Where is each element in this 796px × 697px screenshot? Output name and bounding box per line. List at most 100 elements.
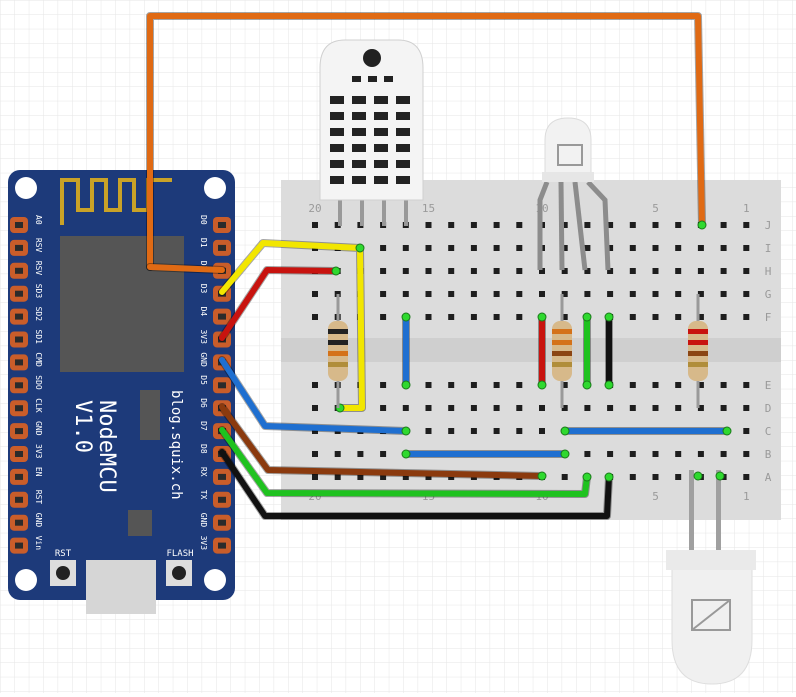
- breadboard-hole: [448, 291, 455, 297]
- breadboard-hole: [629, 451, 636, 457]
- breadboard-hole: [584, 222, 591, 228]
- connection-point: [604, 380, 614, 390]
- connection-point: [604, 472, 614, 482]
- breadboard-hole: [470, 291, 477, 297]
- pin-label: D2: [199, 261, 208, 271]
- pin-label: D6: [199, 398, 208, 408]
- breadboard-hole: [697, 245, 704, 251]
- pin-label: RST: [34, 490, 43, 505]
- breadboard-hole: [652, 314, 659, 320]
- breadboard-hole: [607, 405, 614, 411]
- flash-label: FLASH: [166, 549, 193, 559]
- breadboard-hole: [402, 245, 409, 251]
- led-rim: [666, 550, 756, 570]
- breadboard-hole: [675, 451, 682, 457]
- pin-label: CMD: [34, 352, 43, 367]
- dht-sensor: [319, 39, 424, 226]
- pin-label: D5: [199, 375, 208, 385]
- breadboard-hole: [312, 222, 318, 228]
- header-pin-hole: [218, 496, 226, 503]
- column-label: 20: [308, 202, 321, 215]
- sensor-leg: [338, 186, 342, 226]
- resistor-2-band: [552, 362, 572, 367]
- column-label: 1: [743, 490, 750, 503]
- breadboard-hole: [652, 382, 659, 388]
- header-pin-hole: [218, 382, 226, 389]
- green-wire: [219, 427, 590, 497]
- breadboard-hole: [470, 405, 477, 411]
- breadboard-hole: [743, 222, 750, 228]
- breadboard-hole: [402, 474, 409, 480]
- breadboard-hole: [720, 222, 727, 228]
- connection-point: [537, 380, 547, 390]
- grille-slot: [352, 176, 366, 184]
- breadboard-hole: [380, 451, 387, 457]
- header-pin-hole: [15, 313, 23, 320]
- row-label: G: [765, 288, 772, 301]
- pin-label: D8: [199, 444, 208, 454]
- resistor-1-band: [328, 340, 348, 345]
- breadboard-hole: [539, 291, 545, 297]
- breadboard-hole: [743, 451, 750, 457]
- grille-slot: [374, 128, 388, 136]
- breadboard-hole: [448, 245, 455, 251]
- breadboard-hole: [584, 405, 591, 411]
- breadboard-hole: [697, 451, 704, 457]
- red-wire: [219, 267, 339, 341]
- breadboard-hole: [425, 428, 432, 434]
- rgb-led-dome: [544, 117, 592, 179]
- breadboard-hole: [312, 405, 318, 411]
- mounting-hole: [204, 177, 226, 199]
- rgb-led-die: [557, 144, 583, 166]
- breadboard-hole: [402, 405, 409, 411]
- connection-point: [401, 426, 411, 436]
- orange-wire: [147, 264, 225, 273]
- header-pin-hole: [15, 290, 23, 297]
- breadboard-hole: [652, 222, 659, 228]
- pin-label: RX: [199, 467, 208, 477]
- resistor-1-band: [328, 351, 348, 356]
- breadboard-hole: [652, 245, 659, 251]
- breadboard-hole: [425, 382, 432, 388]
- breadboard-hole: [312, 382, 318, 388]
- breadboard-hole: [425, 245, 432, 251]
- breadboard-hole: [743, 428, 750, 434]
- connection-point: [693, 471, 703, 481]
- breadboard-hole: [448, 268, 455, 274]
- resistor-2-band: [552, 329, 572, 334]
- grille-slot: [352, 112, 366, 120]
- board-title: NodeMCU: [94, 400, 119, 493]
- pin-label: D3: [199, 284, 208, 294]
- row-label: B: [765, 448, 772, 461]
- breadboard-hole: [720, 451, 727, 457]
- breadboard-hole: [516, 268, 523, 274]
- breadboard-hole: [720, 291, 727, 297]
- breadboard-hole: [561, 222, 568, 228]
- grille-slot: [352, 128, 366, 136]
- column-label: 5: [652, 490, 659, 503]
- row-label: H: [765, 265, 772, 278]
- breadboard-hole: [312, 451, 318, 457]
- breadboard-hole: [516, 245, 523, 251]
- pin-label: GND: [199, 352, 208, 367]
- breadboard-hole: [720, 314, 727, 320]
- breadboard-hole: [516, 428, 523, 434]
- breadboard-hole: [652, 451, 659, 457]
- row-label: F: [765, 311, 772, 324]
- resistor-2-band: [552, 340, 572, 345]
- resistor-1-band: [328, 329, 348, 334]
- grille-slot: [352, 160, 366, 168]
- connection-point: [537, 471, 547, 481]
- breadboard-hole: [720, 245, 727, 251]
- breadboard-hole: [493, 291, 500, 297]
- breadboard-hole: [493, 428, 500, 434]
- black-wire: [219, 449, 612, 519]
- breadboard-hole: [652, 291, 659, 297]
- resistors: [328, 294, 708, 408]
- row-label: A: [765, 471, 772, 484]
- breadboard-hole: [675, 474, 682, 480]
- grille-slot: [374, 96, 388, 104]
- grille-slot: [396, 144, 410, 152]
- breadboard-hole: [652, 474, 659, 480]
- breadboard-hole: [607, 245, 614, 251]
